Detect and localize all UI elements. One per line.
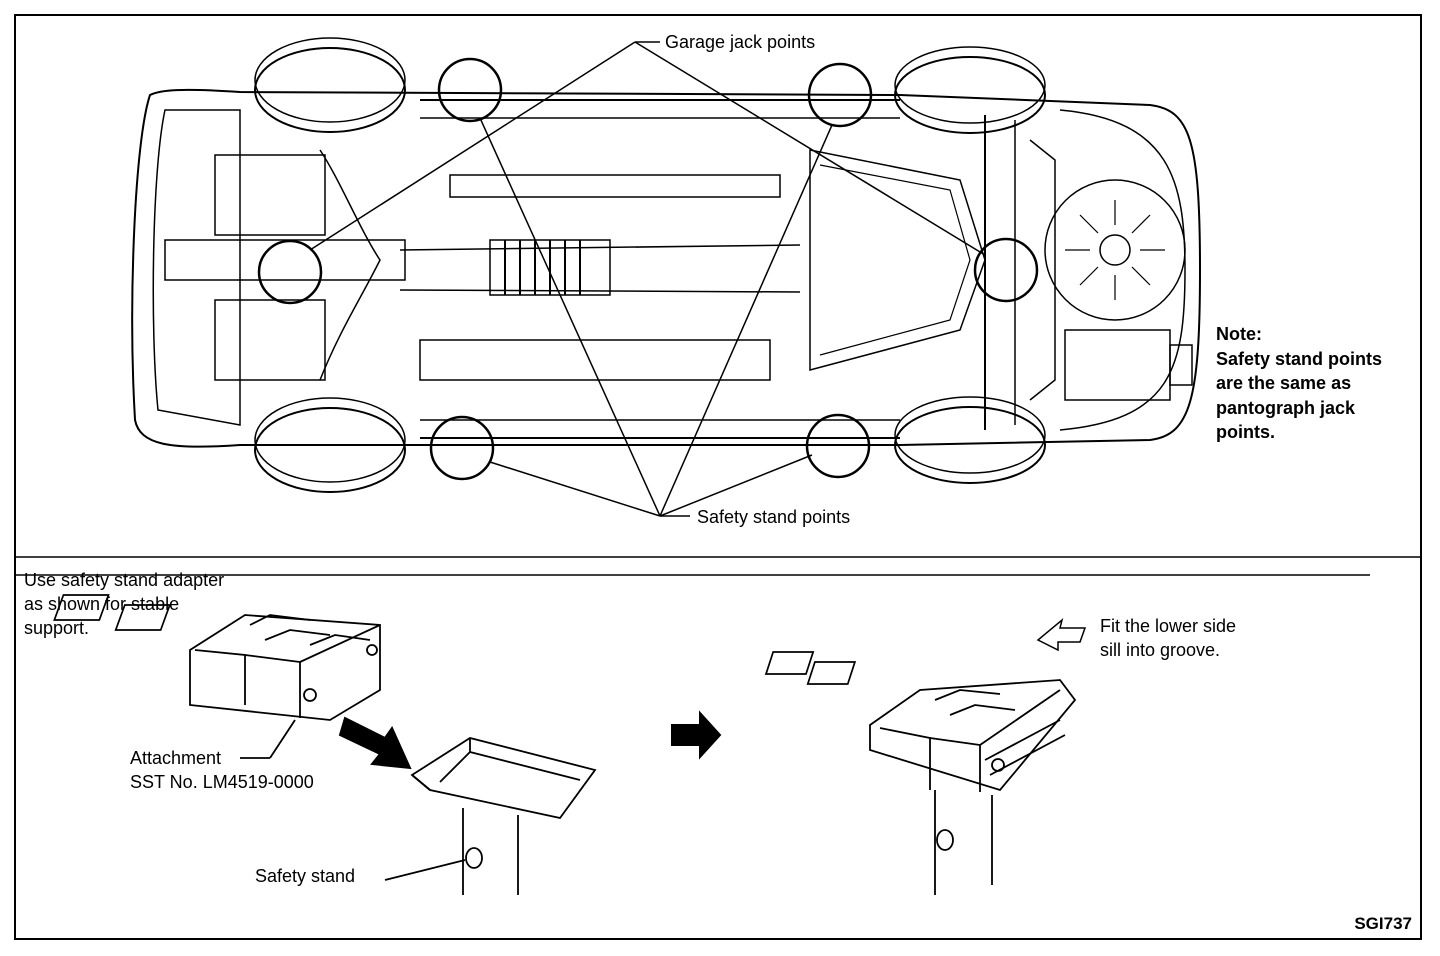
note-line: pantograph jack	[1216, 397, 1356, 418]
safety-stand-drawing	[384, 737, 597, 895]
sst-number-label: SST No. LM4519-0000	[130, 772, 314, 792]
garage-jack-point-rear	[973, 237, 1039, 303]
safety-stand-points-label: Safety stand points	[697, 507, 851, 527]
note-line: Note:	[1216, 324, 1262, 344]
safety-stand-point-front-right	[429, 415, 495, 481]
note-text: Note: Safety stand points are the same a…	[1216, 322, 1382, 445]
fit-instruction-line: Fit the lower side	[1100, 616, 1237, 636]
adapter-instruction-line: as shown for stable	[24, 594, 180, 614]
safety-stand-point-front-left	[437, 57, 503, 123]
safety-stand-leaders	[479, 117, 833, 517]
attachment-label: Attachment	[130, 748, 222, 768]
safety-stand-point-rear-right	[805, 413, 871, 479]
bold-arrow-down	[338, 716, 412, 770]
garage-jack-leaders	[309, 41, 986, 256]
safety-stand-label: Safety stand	[255, 866, 356, 886]
adapter-instruction-line: support.	[24, 618, 90, 638]
safety-stand-point-rear-left	[807, 62, 873, 128]
note-line: Safety stand points	[1216, 348, 1383, 369]
hollow-arrow-left	[1036, 617, 1087, 652]
bold-arrow-right	[671, 710, 722, 760]
car-underbody-drawing	[131, 37, 1202, 493]
attachment-drawing	[53, 594, 381, 759]
garage-jack-points-label: Garage jack points	[665, 32, 816, 52]
note-line: are the same as	[1216, 373, 1352, 393]
figure-frame	[14, 14, 1422, 940]
assembled-stand-drawing	[764, 651, 1077, 895]
note-line: points.	[1216, 422, 1275, 442]
fit-instruction-line: sill into groove.	[1100, 640, 1221, 660]
figure-code: SGI737	[1354, 914, 1412, 933]
adapter-instruction-line: Use safety stand adapter	[24, 570, 225, 590]
garage-jack-point-front	[257, 239, 323, 305]
